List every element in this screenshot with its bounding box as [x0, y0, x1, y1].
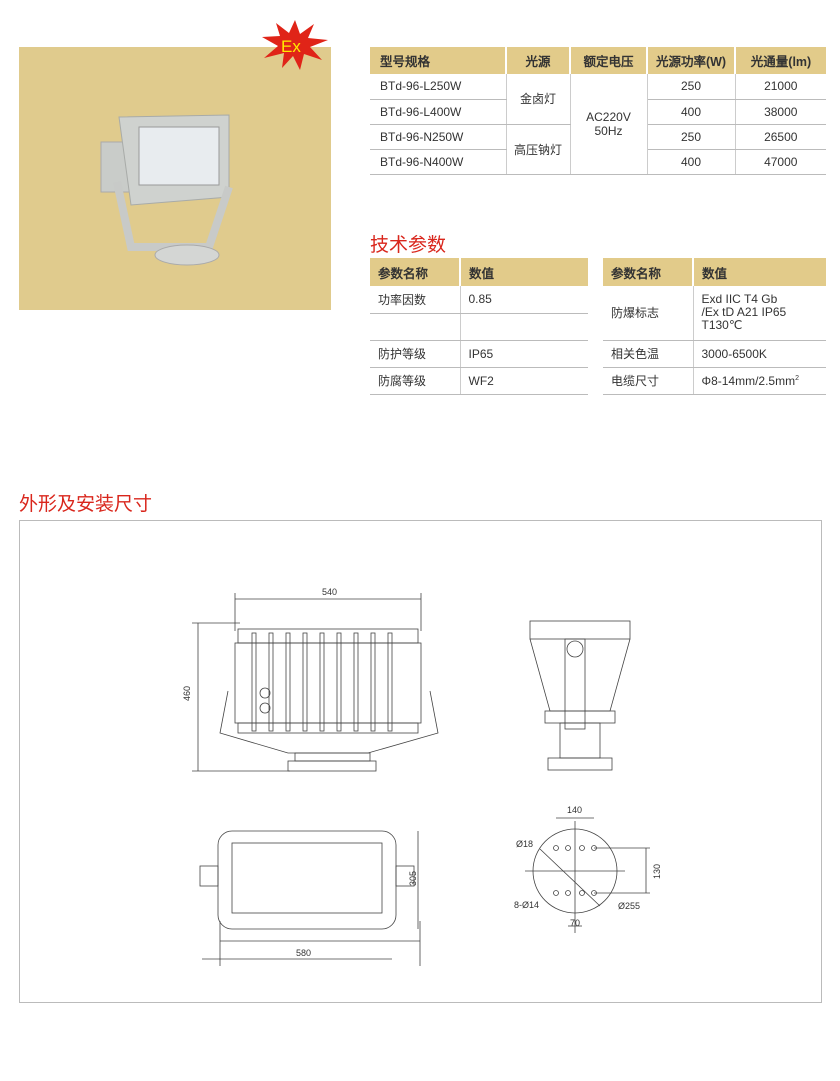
- param-value: Φ8-14mm/2.5mm2: [693, 367, 826, 395]
- param-value-header: 数值: [693, 258, 826, 286]
- top-view-drawing: [199, 830, 421, 966]
- dim-front-height: 460: [182, 686, 192, 701]
- voltage-text: AC220V: [586, 109, 631, 124]
- dim-base-130: 130: [652, 864, 662, 879]
- ex-mark-line: T130℃: [701, 318, 743, 333]
- grille-bar: [353, 632, 359, 732]
- superscript: 2: [795, 374, 799, 382]
- param-name: [370, 313, 461, 341]
- param-name: 功率因数: [370, 286, 461, 314]
- grille-bar: [370, 632, 376, 732]
- grille-bar: [387, 632, 393, 732]
- frequency-text: 50Hz: [594, 123, 623, 138]
- param-name: 防护等级: [370, 340, 461, 368]
- svg-text:Ex: Ex: [281, 37, 301, 56]
- source-cell: 金卤灯: [506, 74, 571, 125]
- param-value: IP65: [460, 340, 588, 368]
- param-value: WF2: [460, 367, 588, 395]
- param-value-header: 数值: [460, 258, 588, 286]
- flux-cell: 47000: [735, 149, 826, 175]
- front-view-drawing: [192, 593, 439, 772]
- base-plate-drawing: [525, 817, 650, 933]
- dim-front-width: 540: [322, 587, 337, 597]
- col-source: 光源: [506, 47, 571, 74]
- tech-params-title: 技术参数: [370, 235, 447, 256]
- param-name-header: 参数名称: [370, 258, 461, 286]
- dim-base-140: 140: [567, 805, 582, 815]
- dim-top-width: 580: [296, 948, 311, 958]
- dim-base-holes: 8-Ø14: [514, 900, 539, 910]
- grille-bar: [251, 632, 257, 732]
- ex-mark-line: /Ex tD A21 IP65: [701, 305, 787, 320]
- power-cell: 250: [647, 124, 736, 150]
- dim-top-height: 305: [408, 871, 418, 886]
- table-row: [370, 313, 588, 341]
- power-cell: 250: [647, 74, 736, 100]
- ex-explosion-proof-badge: Ex: [262, 20, 328, 70]
- param-name-header: 参数名称: [603, 258, 694, 286]
- table-row: BTd-96-L400W 400 38000: [370, 99, 826, 125]
- dim-base-d255: Ø255: [618, 901, 640, 911]
- grille-bar: [268, 632, 274, 732]
- ex-mark-line: Exd IIC T4 Gb: [701, 292, 778, 307]
- param-value: 0.85: [460, 286, 588, 314]
- param-name: 防爆标志: [603, 286, 694, 341]
- flux-cell: 38000: [735, 99, 826, 125]
- dimensions-title: 外形及安装尺寸: [19, 494, 153, 515]
- table-row: BTd-96-N250W 高压钠灯 250 26500: [370, 124, 826, 175]
- product-photo: [19, 47, 331, 310]
- table-header-row: 型号规格 光源 额定电压 光源功率(W) 光通量(lm): [370, 47, 826, 74]
- dim-base-d18: Ø18: [516, 839, 533, 849]
- flux-cell: 21000: [735, 74, 826, 100]
- flux-cell: 26500: [735, 124, 826, 150]
- model-cell: BTd-96-L250W: [370, 74, 507, 100]
- param-name: 防腐等级: [370, 367, 461, 395]
- side-view-drawing: [529, 620, 631, 771]
- param-value: [460, 313, 588, 341]
- power-cell: 400: [647, 99, 736, 125]
- model-spec-table: 型号规格 光源 额定电压 光源功率(W) 光通量(lm) BTd-96-L250…: [370, 47, 826, 175]
- source-cell: 高压钠灯: [506, 124, 571, 175]
- param-name: 电缆尺寸: [603, 367, 694, 395]
- model-cell: BTd-96-N400W: [370, 149, 507, 175]
- col-model: 型号规格: [370, 47, 507, 74]
- dimension-drawing-frame: 540 460 580 305 140 130 70 Ø18 8-Ø14 Ø25…: [19, 520, 822, 1003]
- cable-size: Φ8-14mm/2.5mm: [701, 373, 796, 388]
- dim-base-70: 70: [570, 918, 580, 928]
- model-cell: BTd-96-L400W: [370, 99, 507, 125]
- col-voltage: 额定电压: [570, 47, 648, 74]
- param-value: 3000-6500K: [693, 340, 826, 368]
- param-name: 相关色温: [603, 340, 694, 368]
- dimension-drawings: 540 460 580 305 140 130 70 Ø18 8-Ø14 Ø25…: [182, 587, 662, 966]
- grille-bar: [302, 632, 308, 732]
- table-row: BTd-96-N400W 400 47000: [370, 149, 826, 175]
- col-power: 光源功率(W): [647, 47, 736, 74]
- power-cell: 400: [647, 149, 736, 175]
- model-cell: BTd-96-N250W: [370, 124, 507, 150]
- grille-bar: [285, 632, 291, 732]
- grille-bar: [319, 632, 325, 732]
- floodlight-image: [100, 114, 233, 266]
- grille-bar: [336, 632, 342, 732]
- col-flux: 光通量(lm): [735, 47, 826, 74]
